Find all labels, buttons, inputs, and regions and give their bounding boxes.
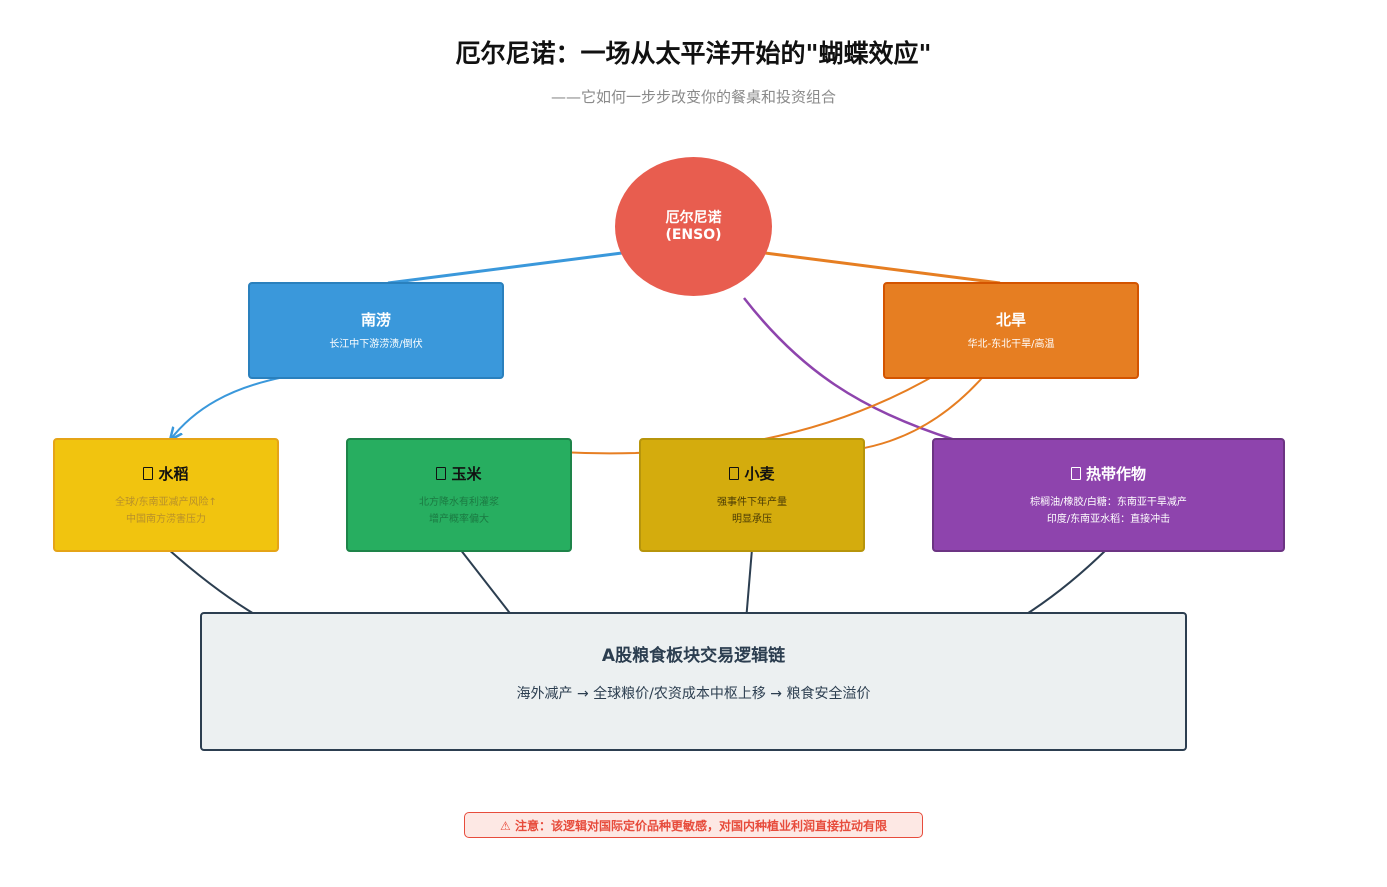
south-flood-desc: 长江中下游涝渍/倒伏 [329,338,423,350]
north-drought-desc: 华北-东北干旱/高温 [967,338,1055,350]
tropical-desc-2: 印度/东南亚水稻：直接冲击 [1046,513,1171,525]
rice-desc-2: 中国南方涝害压力 [126,513,206,525]
wheat-node: 小麦 强事件下年产量 明显承压 [639,438,865,552]
logic-chain-title: A股粮食板块交易逻辑链 [601,646,786,666]
south-to-rice-arrow [170,376,285,440]
page-title: 厄尔尼诺：一场从太平洋开始的"蝴蝶效应" [455,39,932,68]
box-glyph-icon [436,466,447,480]
enso-label: 厄尔尼诺 [665,209,722,226]
corn-title: 玉米 [451,464,482,483]
rice-desc-1: 全球/东南亚减产风险↑ [115,496,217,508]
corn-desc-1: 北方降水有利灌浆 [419,496,499,508]
tropical-title: 热带作物 [1085,464,1146,483]
enso-to-north-connector [764,251,1001,285]
corn-node: 玉米 北方降水有利灌浆 增产概率偏大 [346,438,572,552]
warning-text: ⚠ 注意：该逻辑对国际定价品种更敏感，对国内种植业利润直接拉动有限 [500,818,887,833]
warning-note: ⚠ 注意：该逻辑对国际定价品种更敏感，对国内种植业利润直接拉动有限 [464,812,923,838]
box-glyph-icon [729,466,740,480]
corn-desc-2: 增产概率偏大 [429,513,489,525]
box-glyph-icon [1070,466,1081,480]
tropical-desc-1: 棕榈油/橡胶/白糖：东南亚干旱减产 [1030,496,1187,508]
wheat-desc-1: 强事件下年产量 [717,496,787,508]
rice-title: 水稻 [158,464,189,483]
enso-abbrev: (ENSO) [665,226,722,243]
enso-node: 厄尔尼诺 (ENSO) [615,157,772,296]
box-glyph-icon [143,466,154,480]
tropical-crops-node: 热带作物 棕榈油/橡胶/白糖：东南亚干旱减产 印度/东南亚水稻：直接冲击 [932,438,1285,552]
south-flood-node: 南涝 长江中下游涝渍/倒伏 [248,282,504,379]
wheat-desc-2: 明显承压 [732,513,772,525]
north-drought-title: 北旱 [995,310,1026,329]
rice-node: 水稻 全球/东南亚减产风险↑ 中国南方涝害压力 [53,438,279,552]
a-share-logic-chain: A股粮食板块交易逻辑链 海外减产 → 全球粮价/农资成本中枢上移 → 粮食安全溢… [200,612,1187,751]
north-drought-node: 北旱 华北-东北干旱/高温 [883,282,1139,379]
page-subtitle: ——它如何一步步改变你的餐桌和投资组合 [550,88,836,106]
logic-chain-flow: 海外减产 → 全球粮价/农资成本中枢上移 → 粮食安全溢价 [516,686,871,702]
enso-to-south-connector [387,251,623,285]
wheat-title: 小麦 [744,464,775,483]
south-flood-title: 南涝 [360,310,391,329]
